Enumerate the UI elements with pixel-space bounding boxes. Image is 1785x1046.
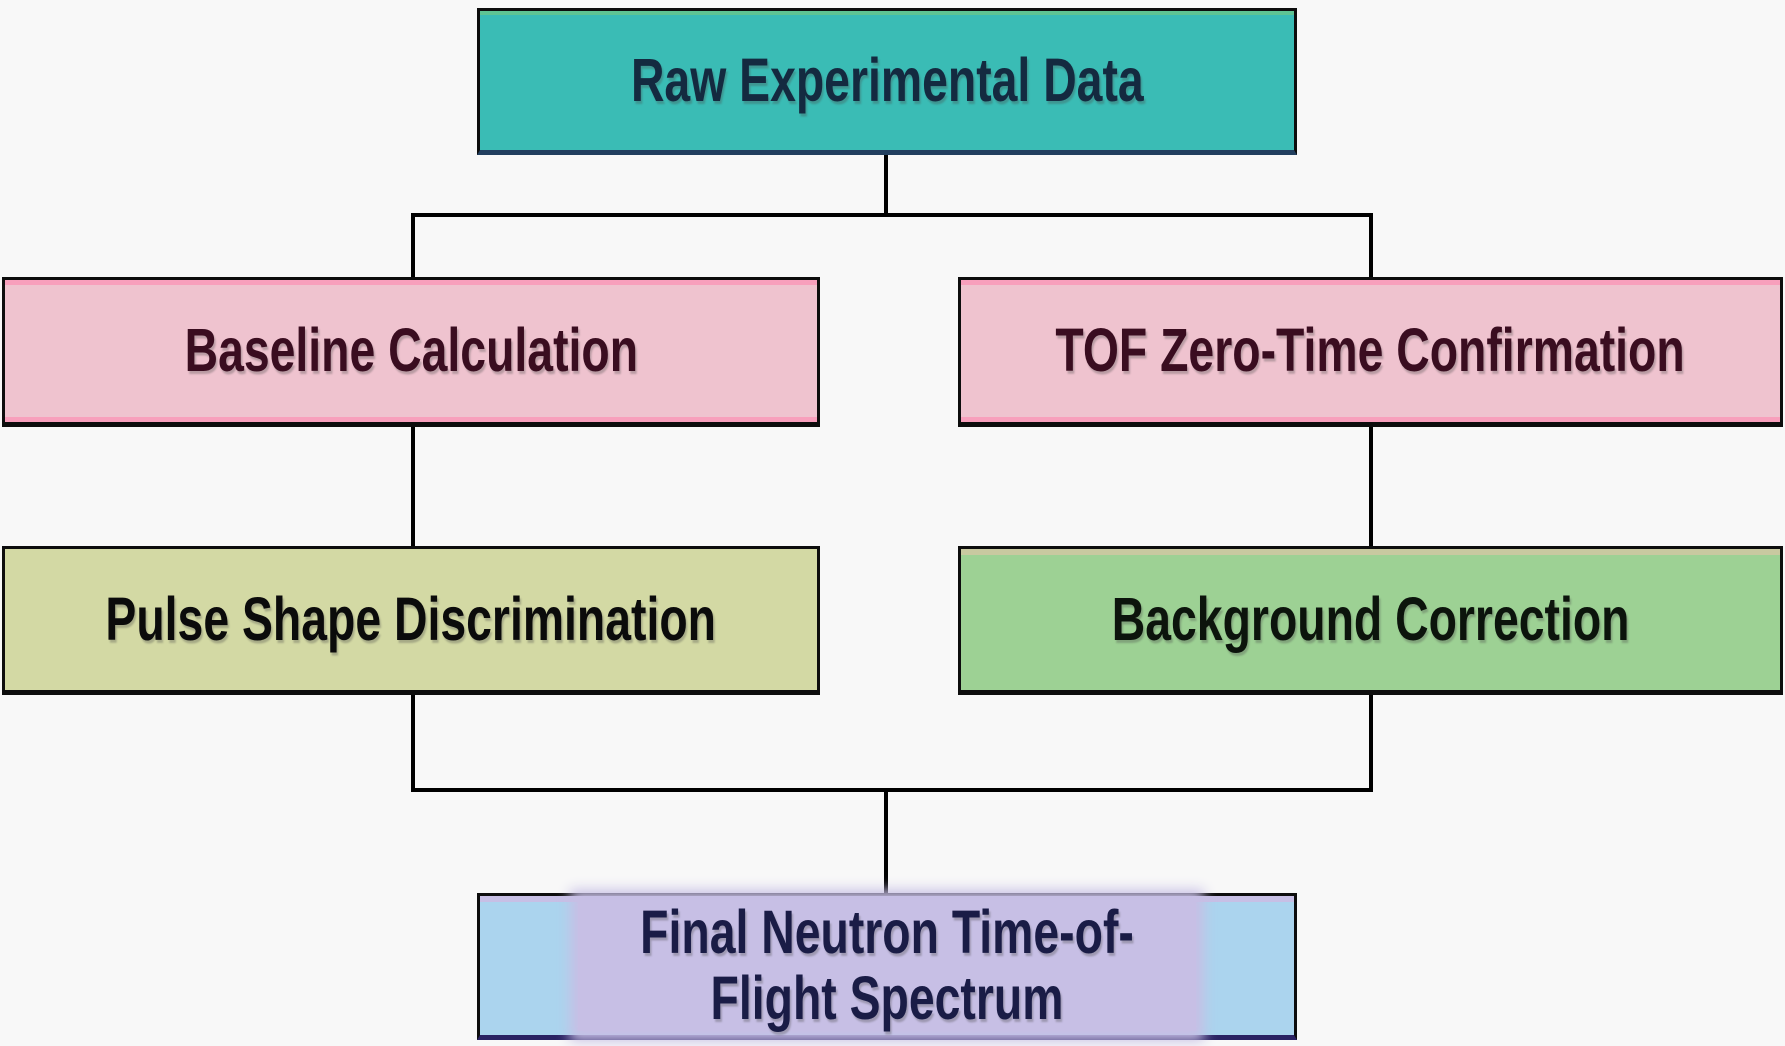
edge-rail-to-baseline <box>411 213 415 279</box>
edge-bottom-merge-rail <box>411 788 1373 792</box>
node-tof-label: TOF Zero-Time Confirmation <box>1055 316 1686 385</box>
node-baseline-label: Baseline Calculation <box>184 316 638 385</box>
edge-baseline-to-pulse <box>411 425 415 548</box>
edge-top-branch-rail <box>411 213 1373 217</box>
node-raw-experimental-data: Raw Experimental Data <box>477 8 1297 155</box>
edge-merge-to-final-stem <box>884 788 888 895</box>
edge-raw-to-rail-stem <box>884 155 888 217</box>
edge-tof-to-background <box>1369 425 1373 548</box>
edge-pulse-to-merge-rail <box>411 693 415 792</box>
node-background-correction: Background Correction <box>958 546 1783 695</box>
edge-rail-to-tof <box>1369 213 1373 279</box>
node-final-neutron-tof-spectrum: Final Neutron Time-of-Flight Spectrum <box>477 893 1297 1040</box>
node-baseline-calculation: Baseline Calculation <box>2 277 820 427</box>
node-tof-zero-time-confirmation: TOF Zero-Time Confirmation <box>958 277 1783 427</box>
node-pulse-label: Pulse Shape Discrimination <box>105 584 717 653</box>
node-final-label: Final Neutron Time-of-Flight Spectrum <box>577 899 1197 1032</box>
node-pulse-shape-discrimination: Pulse Shape Discrimination <box>2 546 820 695</box>
node-raw-label: Raw Experimental Data <box>630 45 1144 114</box>
node-background-correction-label: Background Correction <box>1111 584 1630 653</box>
edge-background-to-merge-rail <box>1369 693 1373 792</box>
